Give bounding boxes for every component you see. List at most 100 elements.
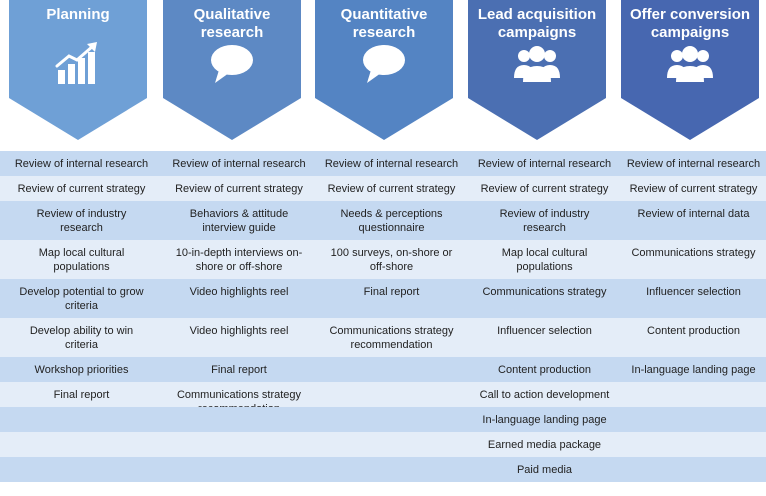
cell-text: Paid media [516,464,573,476]
cell-text: 10-in-depth interviews on- shore or off-… [175,247,303,273]
column-header-5: Offer conversion campaigns [621,0,759,140]
cell-text: Final report [53,389,110,401]
cell-text: Review of industry research [36,208,127,234]
table-cell: Map local cultural populations [468,240,621,279]
people-group-icon [665,38,715,88]
cell-text: Review of internal research [477,158,612,170]
table-cell: Behaviors & attitude interview guide [163,201,315,240]
cell-text: Content production [647,325,740,337]
table-cell: Content production [621,318,766,357]
cell-text: Develop ability to win criteria [29,325,134,351]
column-header-2: Qualitative research [163,0,301,140]
table-cell [315,382,468,407]
column-header-title: Offer conversion campaigns [629,6,751,41]
table-cell: 100 surveys, on-shore or off-shore [315,240,468,279]
people-group-icon [512,38,562,88]
bar-chart-growth-icon [53,38,103,88]
speech-bubble-icon [207,38,257,88]
table-cell: Review of internal research [621,151,766,176]
cell-text: Review of current strategy [175,183,303,195]
table-cell: Workshop priorities [0,357,163,382]
table-cell: Review of internal research [315,151,468,176]
cell-text: Final report [211,364,267,376]
table-cell [0,457,163,482]
cell-text: Develop potential to grow criteria [19,286,144,312]
table-cell: Map local cultural populations [0,240,163,279]
table-cell [621,407,766,432]
table-cell: Review of industry research [0,201,163,240]
cell-text: Review of current strategy [480,183,609,195]
table-row: In-language landing page [0,407,766,432]
table-cell: Content production [468,357,621,382]
table-cell: Communications strategy [621,240,766,279]
table-cell [315,357,468,382]
table-cell: Video highlights reel [163,279,315,318]
table-cell: Communications strategy recommendation [315,318,468,357]
table-cell: Influencer selection [621,279,766,318]
column-header-title: Planning [46,6,110,23]
column-header-3: Quantitative research [315,0,453,140]
table-row: Paid media [0,457,766,482]
table-cell [315,457,468,482]
cell-text: Review of industry research [499,208,590,234]
table-cell: Review of current strategy [315,176,468,201]
table-cell [0,432,163,457]
table-cell [0,407,163,432]
table-cell: Final report [315,279,468,318]
table-cell: Video highlights reel [163,318,315,357]
table-cell: Review of current strategy [0,176,163,201]
table-cell: Review of current strategy [163,176,315,201]
cell-text: Earned media package [487,439,602,451]
table-cell: Influencer selection [468,318,621,357]
table-cell: Review of internal research [468,151,621,176]
cell-text: Review of internal research [172,158,306,170]
cell-text: 100 surveys, on-shore or off-shore [330,247,453,273]
table-cell: Develop potential to grow criteria [0,279,163,318]
column-header-title: Quantitative research [340,6,428,41]
cell-text: Review of current strategy [17,183,146,195]
table-cell: 10-in-depth interviews on- shore or off-… [163,240,315,279]
cell-text: Review of internal data [637,208,750,220]
table-cell: Final report [0,382,163,407]
table-cell: Communications strategy recommendation [163,382,315,415]
cell-text: Final report [363,286,420,298]
table-cell: Develop ability to win criteria [0,318,163,357]
cell-text: Influencer selection [497,325,592,337]
table-row: Workshop priorities Final report Content p… [0,357,766,382]
table-row: Map local cultural populations 10-in-dept… [0,240,766,279]
column-header-4: Lead acquisition campaigns [468,0,606,140]
table-cell: Earned media package [468,432,621,457]
table-cell [315,407,468,432]
table-cell: Review of current strategy [621,176,766,201]
cell-text: Review of internal research [14,158,149,170]
table-row: Review of industry research Behaviors & a… [0,201,766,240]
cell-text: Call to action development [479,389,610,401]
cell-text: Content production [498,364,591,376]
table-cell [315,432,468,457]
column-header-1: Planning [9,0,147,140]
column-header-title: Qualitative research [193,6,271,41]
table-cell: Review of current strategy [468,176,621,201]
cell-text: In-language landing page [631,364,756,376]
table-row: Earned media package [0,432,766,457]
table-cell: In-language landing page [621,357,766,382]
table-cell: Review of internal data [621,201,766,240]
table-cell: Needs & perceptions questionnaire [315,201,468,240]
cell-text: Needs & perceptions questionnaire [340,208,443,234]
cell-text: Video highlights reel [189,286,289,298]
cell-text: Review of internal research [626,158,761,170]
cell-text: Communications strategy recommendation [329,325,454,351]
table-row: Develop ability to win criteria Video hig… [0,318,766,357]
table-cell [621,382,766,407]
table-cell: Final report [163,357,315,382]
cell-text: In-language landing page [482,414,607,426]
cell-text: Map local cultural populations [501,247,588,273]
table-cell [163,432,315,457]
table-row: Develop potential to grow criteria Video … [0,279,766,318]
cell-text: Workshop priorities [34,364,129,376]
cell-text: Review of current strategy [629,183,758,195]
table-cell [163,407,315,432]
table-cell: Review of internal research [163,151,315,176]
speech-bubble-icon [359,38,409,88]
table-cell [621,457,766,482]
